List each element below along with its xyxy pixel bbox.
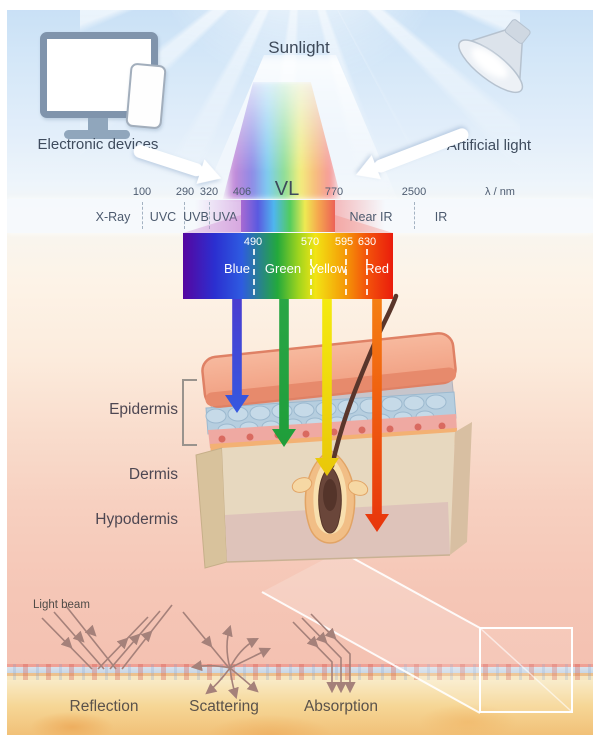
ground-tissue [0, 678, 600, 741]
wavelength-595: 595 [334, 236, 354, 248]
frame-top [0, 0, 600, 10]
wavelength-490: 490 [243, 236, 263, 248]
bar-dash-595 [345, 249, 347, 295]
artificial-light-label: Artificial light [446, 137, 532, 154]
scattering-label: Scattering [189, 698, 259, 715]
absorption-label: Absorption [303, 698, 379, 715]
strip-flare-left [195, 200, 241, 232]
frame-left [0, 0, 7, 741]
strip-divider [142, 202, 143, 229]
basal-cell-layer [208, 414, 457, 448]
strip-divider [184, 202, 185, 229]
wavelength-570: 570 [300, 236, 320, 248]
absorption-diagram [292, 613, 356, 694]
color-label-red: Red [365, 261, 389, 276]
color-label-yellow: Yellow [309, 261, 347, 276]
bar-dash-630 [366, 249, 368, 295]
tick-406: 406 [232, 186, 252, 198]
epidermis-label: Epidermis [109, 401, 178, 418]
tick-290: 290 [175, 186, 195, 198]
tick-770: 770 [324, 186, 344, 198]
strip-flare-right [335, 200, 385, 232]
lamp-icon [458, 19, 531, 94]
band-ir: IR [434, 210, 448, 224]
scattering-diagram [182, 611, 272, 700]
wavelength-unit: λ / nm [485, 186, 515, 198]
reflection-label: Reflection [69, 698, 139, 715]
tick-100: 100 [132, 186, 152, 198]
band-uvc: UVC [149, 210, 177, 224]
visible-light-bar: 490 570 595 630 Blue Green Yellow Red [183, 233, 393, 299]
magnified-area-outline [479, 627, 573, 713]
sunlight-label: Sunlight [268, 38, 330, 57]
color-label-green: Green [264, 261, 302, 276]
hair-icon [329, 293, 399, 469]
bar-dash-570 [310, 249, 312, 295]
light-beam-label: Light beam [33, 599, 90, 611]
skin-block-illustration [195, 293, 472, 569]
frame-bottom [0, 735, 600, 741]
band-nearir: Near IR [349, 210, 393, 224]
band-xray: X-Ray [95, 210, 131, 224]
color-label-blue: Blue [223, 261, 251, 276]
strip-divider [414, 202, 415, 229]
band-uvb: UVB [183, 210, 209, 224]
hypodermis-label: Hypodermis [95, 511, 178, 528]
frame-right [593, 0, 600, 741]
reflection-diagram [41, 604, 173, 670]
tick-2500: 2500 [401, 186, 427, 198]
bar-dash-490 [253, 249, 255, 295]
monitor-stand-base [64, 130, 130, 139]
skin-surface-band [0, 664, 600, 680]
strip-visible-window [241, 200, 335, 232]
electronic-devices-label: Electronic devices [37, 136, 159, 153]
band-uva: UVA [212, 210, 238, 224]
epidermis-bracket [182, 379, 197, 446]
vl-label: VL [274, 178, 300, 200]
hair-follicle [291, 449, 369, 544]
dermis-label: Dermis [128, 466, 178, 483]
monitor-stand-neck [88, 118, 108, 132]
strip-divider [209, 202, 210, 229]
wavelength-630: 630 [357, 236, 377, 248]
